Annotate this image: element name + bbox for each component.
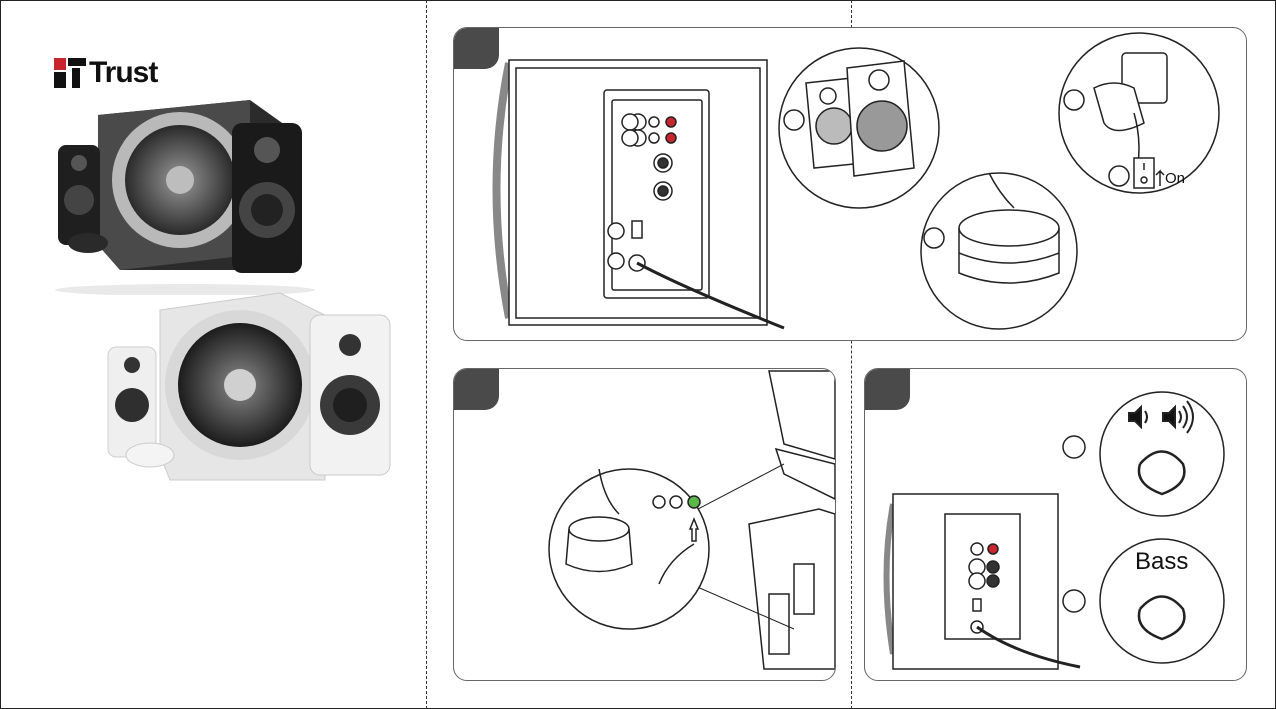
step-panel-2 (453, 368, 836, 681)
satellite-speakers-icon (778, 47, 940, 209)
fold-line-left (426, 0, 427, 709)
bass-knob-icon (1099, 538, 1225, 664)
step1-illustration: On (492, 32, 1220, 330)
subwoofer-back-panel-icon (883, 493, 1081, 670)
control-pod-icon (920, 172, 1078, 330)
desktop-pc-icon (748, 508, 835, 670)
callout-marker (621, 129, 639, 147)
callout-marker (1062, 435, 1086, 459)
bass-label: Bass (1135, 548, 1188, 575)
callout-marker (607, 252, 625, 270)
callout-marker (607, 222, 625, 240)
step-number-tab (454, 369, 499, 410)
step-panel-1: On (453, 27, 1247, 341)
step2-illustration (548, 370, 835, 670)
step-number-tab (454, 28, 499, 69)
volume-knob-icon (1099, 391, 1225, 517)
fold-line-right (851, 0, 852, 709)
trust-logo-mark-icon (54, 58, 86, 88)
control-pod-and-jack-icon (548, 468, 710, 630)
switch-on-label: On (1165, 170, 1185, 187)
step-number-tab (865, 369, 910, 410)
callout-marker (783, 109, 805, 131)
callout-marker (1108, 165, 1130, 187)
product-photo-white (107, 292, 391, 481)
power-plug-icon (1058, 32, 1220, 194)
step-panel-3: Bass (864, 368, 1247, 681)
laptop-icon (768, 370, 835, 500)
callout-marker (1062, 589, 1086, 613)
brand-name: Trust (89, 56, 158, 89)
callout-marker (1063, 89, 1085, 111)
callout-marker (621, 113, 639, 131)
product-photo-black (55, 100, 315, 295)
brand-logo: Trust (54, 56, 158, 90)
step3-illustration: Bass (883, 391, 1225, 670)
subwoofer-back-panel-icon (492, 59, 785, 330)
callout-marker (923, 227, 945, 249)
